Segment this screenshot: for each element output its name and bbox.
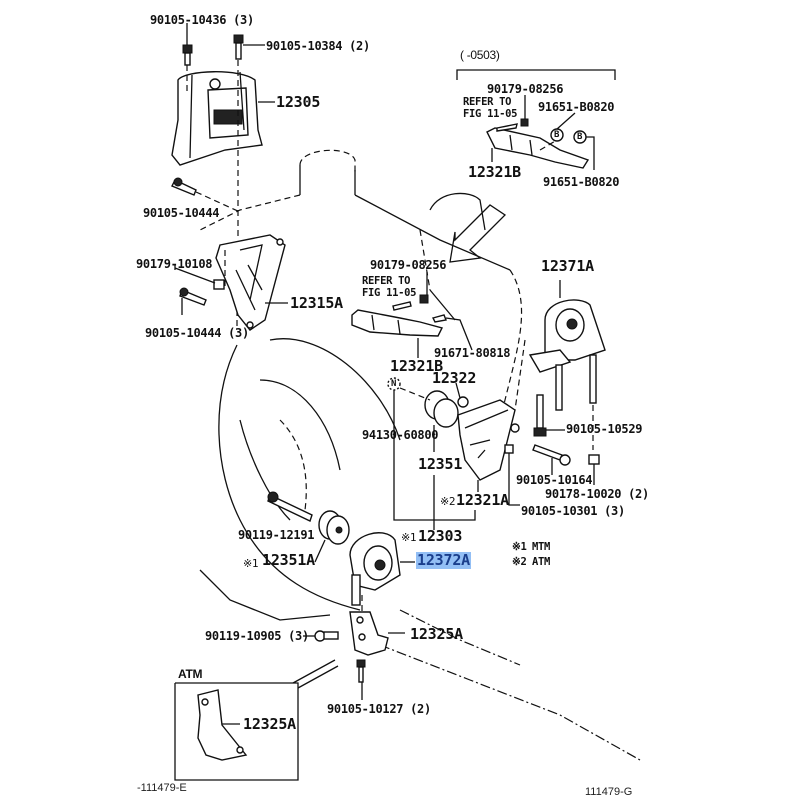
engine-outline (199, 149, 641, 761)
engine-mount-12371A (514, 280, 606, 450)
bolt-90105-10529 (533, 394, 565, 437)
engine-mount-12305 (171, 50, 263, 240)
nut-n-marker: N (391, 379, 397, 389)
bolt-90105-10444-3 (179, 287, 207, 315)
legend-text-mtm: MTM (532, 541, 551, 553)
atm-inset-box (174, 659, 339, 781)
label-12303[interactable]: 12303 (418, 527, 463, 545)
label-12303-mark: ※1 (401, 531, 417, 544)
nut-90178-10020 (588, 454, 600, 485)
label-90105-10444-3[interactable]: 90105-10444 (3) (145, 326, 249, 340)
label-refer-to-top: REFER TO (463, 96, 512, 108)
figure-code-right: 111479-G (585, 786, 633, 798)
bracket-12321B-middle (351, 272, 473, 358)
bolt-90105-10436 (182, 23, 193, 66)
label-12321B-top[interactable]: 12321B (468, 163, 521, 181)
date-range-note: ( -0503) (460, 48, 500, 62)
label-90105-10444[interactable]: 90105-10444 (143, 206, 220, 220)
bolt-90105-10444 (171, 177, 241, 213)
label-90119-12191[interactable]: 90119-12191 (238, 528, 315, 542)
bracket-12315A (215, 234, 288, 331)
label-90179-10108[interactable]: 90179-10108 (136, 257, 213, 271)
insulator-12322 (387, 377, 476, 530)
bolt-b-marker-2: B (577, 132, 583, 142)
label-90119-10905[interactable]: 90119-10905 (3) (205, 629, 309, 643)
bolt-90119-10905 (303, 630, 339, 642)
legend-mark-2: ※2 (512, 556, 527, 568)
label-12325A[interactable]: 12325A (410, 625, 463, 643)
label-12372A-selected[interactable]: 12372A (416, 551, 471, 569)
label-12321A-mark: ※2 (440, 495, 456, 508)
bracket-12321B-upper (486, 95, 595, 170)
label-91651-B0820-b[interactable]: 91651-B0820 (543, 175, 620, 189)
figure-code-left: -111479-E (137, 782, 187, 794)
engine-mount-12372A (349, 532, 415, 620)
bracket-12325A (349, 611, 405, 700)
label-12325A-inset[interactable]: 12325A (243, 715, 296, 733)
label-90105-10164[interactable]: 90105-10164 (516, 473, 593, 487)
bolt-90105-10164 (532, 444, 571, 475)
label-94130-60800[interactable]: 94130-60800 (362, 428, 439, 442)
label-12321A[interactable]: 12321A (456, 491, 509, 509)
label-12322[interactable]: 12322 (432, 369, 477, 387)
label-12305[interactable]: 12305 (276, 93, 321, 111)
label-refer-to-mid: REFER TO (362, 275, 411, 287)
label-fig-11-05-mid[interactable]: FIG 11-05 (362, 287, 417, 299)
label-12351A[interactable]: 12351A (262, 551, 315, 569)
label-91671-80818[interactable]: 91671-80818 (434, 346, 511, 360)
bracket-12321A (457, 399, 520, 506)
label-90105-10529[interactable]: 90105-10529 (566, 422, 643, 436)
legend-text-atm: ATM (532, 556, 551, 568)
label-fig-11-05-top[interactable]: FIG 11-05 (463, 108, 518, 120)
label-90179-08256-mid[interactable]: 90179-08256 (370, 258, 447, 272)
date-range-bracket (456, 69, 616, 80)
legend-mark-1: ※1 (512, 541, 527, 553)
label-12321B-mid[interactable]: 12321B (390, 357, 443, 375)
label-12351A-mark: ※1 (243, 557, 259, 570)
label-12351[interactable]: 12351 (418, 455, 463, 473)
label-90178-10020[interactable]: 90178-10020 (2) (545, 487, 649, 501)
bolt-90105-10384 (233, 34, 265, 60)
label-90105-10127[interactable]: 90105-10127 (2) (327, 702, 431, 716)
bolt-b-marker-1: B (554, 130, 560, 140)
inset-title-atm: ATM (178, 667, 203, 681)
label-90105-10384[interactable]: 90105-10384 (2) (266, 39, 370, 53)
label-91651-B0820-a[interactable]: 91651-B0820 (538, 100, 615, 114)
label-90105-10436[interactable]: 90105-10436 (3) (150, 13, 254, 27)
insulator-12351A (314, 510, 350, 563)
label-12315A[interactable]: 12315A (290, 294, 343, 312)
label-12371A[interactable]: 12371A (541, 257, 594, 275)
label-90105-10301[interactable]: 90105-10301 (3) (521, 504, 625, 518)
nut-90179-10108 (174, 265, 225, 290)
bolt-90119-12191 (267, 491, 313, 522)
label-90179-08256-top[interactable]: 90179-08256 (487, 82, 564, 96)
